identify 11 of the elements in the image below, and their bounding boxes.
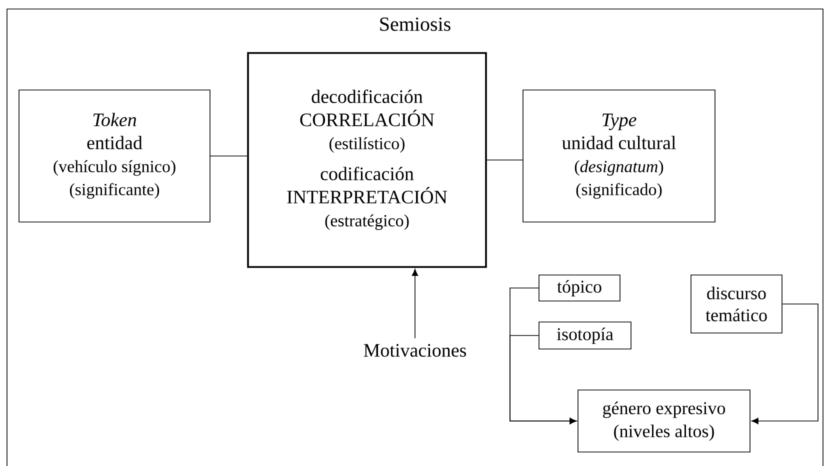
process-box: decodificación CORRELACIÓN (estilístico) codificación INTERPRETACIÓN (estratégico) (247, 52, 487, 268)
concept-box: discurso temático (690, 274, 782, 334)
concept-box: isotopía (538, 322, 632, 350)
node-text: Motivaciones (364, 344, 466, 357)
concept-box: tópico (538, 274, 620, 302)
connector (412, 268, 418, 339)
type-box: Type unidad cultural (designatum) (significado) (522, 90, 716, 222)
connector (751, 304, 818, 424)
token-box: Token entidad (vehículo sígnico) (significante) (18, 90, 210, 222)
connector (510, 335, 577, 424)
genre-box: género expresivo (niveles altos) (578, 390, 750, 452)
